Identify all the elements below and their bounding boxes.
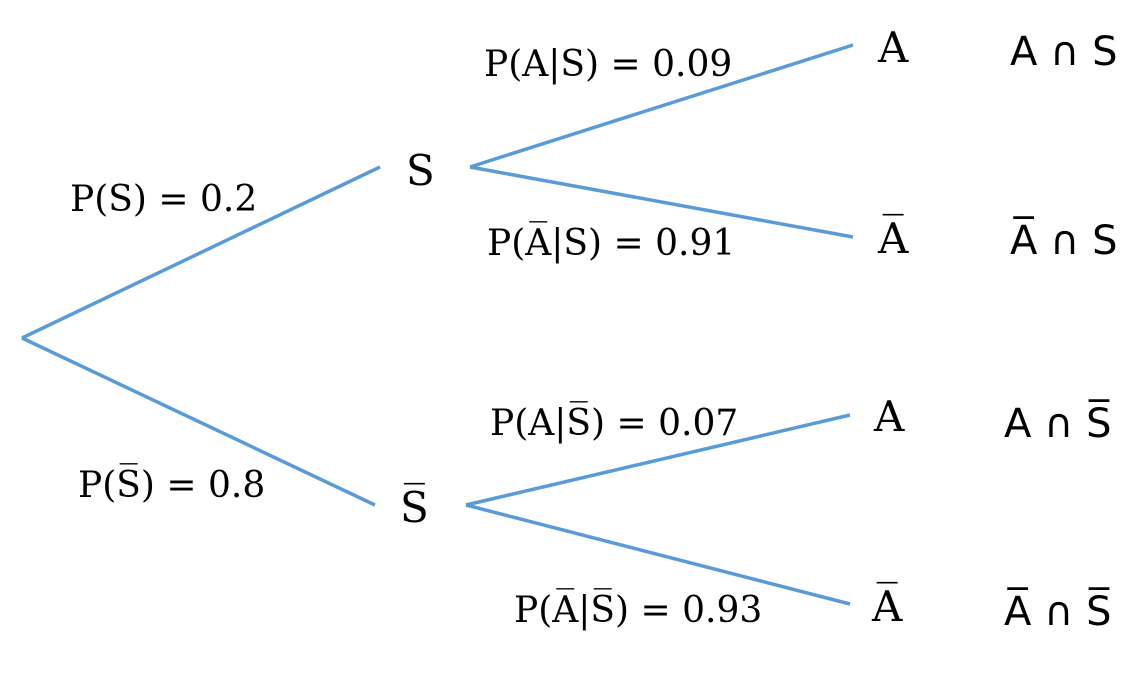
node-a-top: A (877, 23, 909, 72)
branch-lines (21, 43, 854, 606)
branch-root-to-s (21, 165, 381, 340)
node-s: S (406, 146, 435, 195)
node-not-a-bottom: A̅ (871, 580, 903, 631)
label-p-not-a-given-s: P(A̅|S) = 0.91 (487, 220, 735, 264)
label-p-a-given-s: P(A|S) = 0.09 (484, 44, 732, 85)
result-a-and-not-s: A ∩ S̅ (1004, 399, 1111, 447)
result-not-a-and-not-s: A̅ ∩ S̅ (1004, 587, 1111, 635)
branch-not-s-to-not-a (465, 503, 851, 606)
node-not-s: S̅ (400, 481, 429, 532)
result-not-a-and-s: A̅ ∩ S (1010, 216, 1117, 264)
branch-not-s-to-a (465, 413, 851, 507)
node-not-a-top: A̅ (877, 212, 909, 263)
node-a-bottom: A (873, 392, 905, 441)
label-p-not-s: P(S̅) = 0.8 (78, 462, 265, 506)
label-p-not-a-given-not-s: P(A̅|S̅) = 0.93 (514, 587, 762, 631)
branch-s-to-a (469, 43, 854, 169)
label-p-a-given-not-s: P(A|S̅) = 0.07 (490, 400, 738, 444)
label-p-s: P(S) = 0.2 (70, 179, 257, 220)
branch-s-to-not-a (469, 165, 854, 239)
result-a-and-s: A ∩ S (1010, 29, 1117, 75)
branch-root-to-not-s (21, 336, 376, 507)
